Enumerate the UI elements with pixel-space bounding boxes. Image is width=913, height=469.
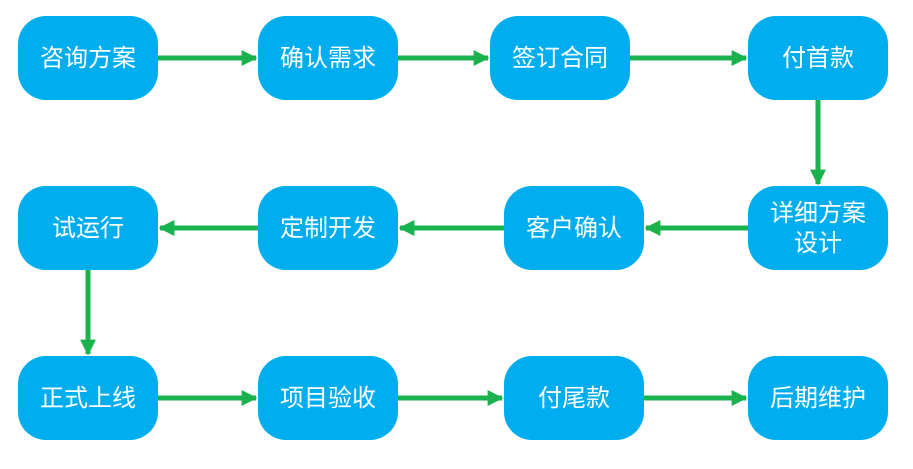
- step-label: 咨询方案: [40, 44, 136, 72]
- step-label: 试运行: [52, 214, 124, 242]
- step-consult-plan: 咨询方案: [18, 16, 158, 100]
- step-label: 确认需求: [280, 44, 376, 72]
- step-pay-deposit: 付首款: [748, 16, 888, 100]
- step-sign-contract: 签订合同: [490, 16, 630, 100]
- step-label: 签订合同: [512, 44, 608, 72]
- arrow-layer: [79, 49, 827, 407]
- step-label: 后期维护: [770, 384, 866, 412]
- step-maintenance: 后期维护: [748, 356, 888, 440]
- step-label: 付首款: [782, 44, 854, 72]
- step-label: 定制开发: [280, 214, 376, 242]
- step-label: 正式上线: [40, 384, 136, 412]
- step-label: 付尾款: [538, 384, 610, 412]
- step-label: 详细方案 设计: [770, 199, 866, 257]
- step-confirm-requirements: 确认需求: [258, 16, 398, 100]
- step-detailed-design: 详细方案 设计: [748, 186, 888, 270]
- step-customer-confirm: 客户确认: [504, 186, 644, 270]
- step-go-live: 正式上线: [18, 356, 158, 440]
- step-custom-development: 定制开发: [258, 186, 398, 270]
- step-trial-run: 试运行: [18, 186, 158, 270]
- step-label: 项目验收: [280, 384, 376, 412]
- step-final-payment: 付尾款: [504, 356, 644, 440]
- step-label: 客户确认: [526, 214, 622, 242]
- step-project-acceptance: 项目验收: [258, 356, 398, 440]
